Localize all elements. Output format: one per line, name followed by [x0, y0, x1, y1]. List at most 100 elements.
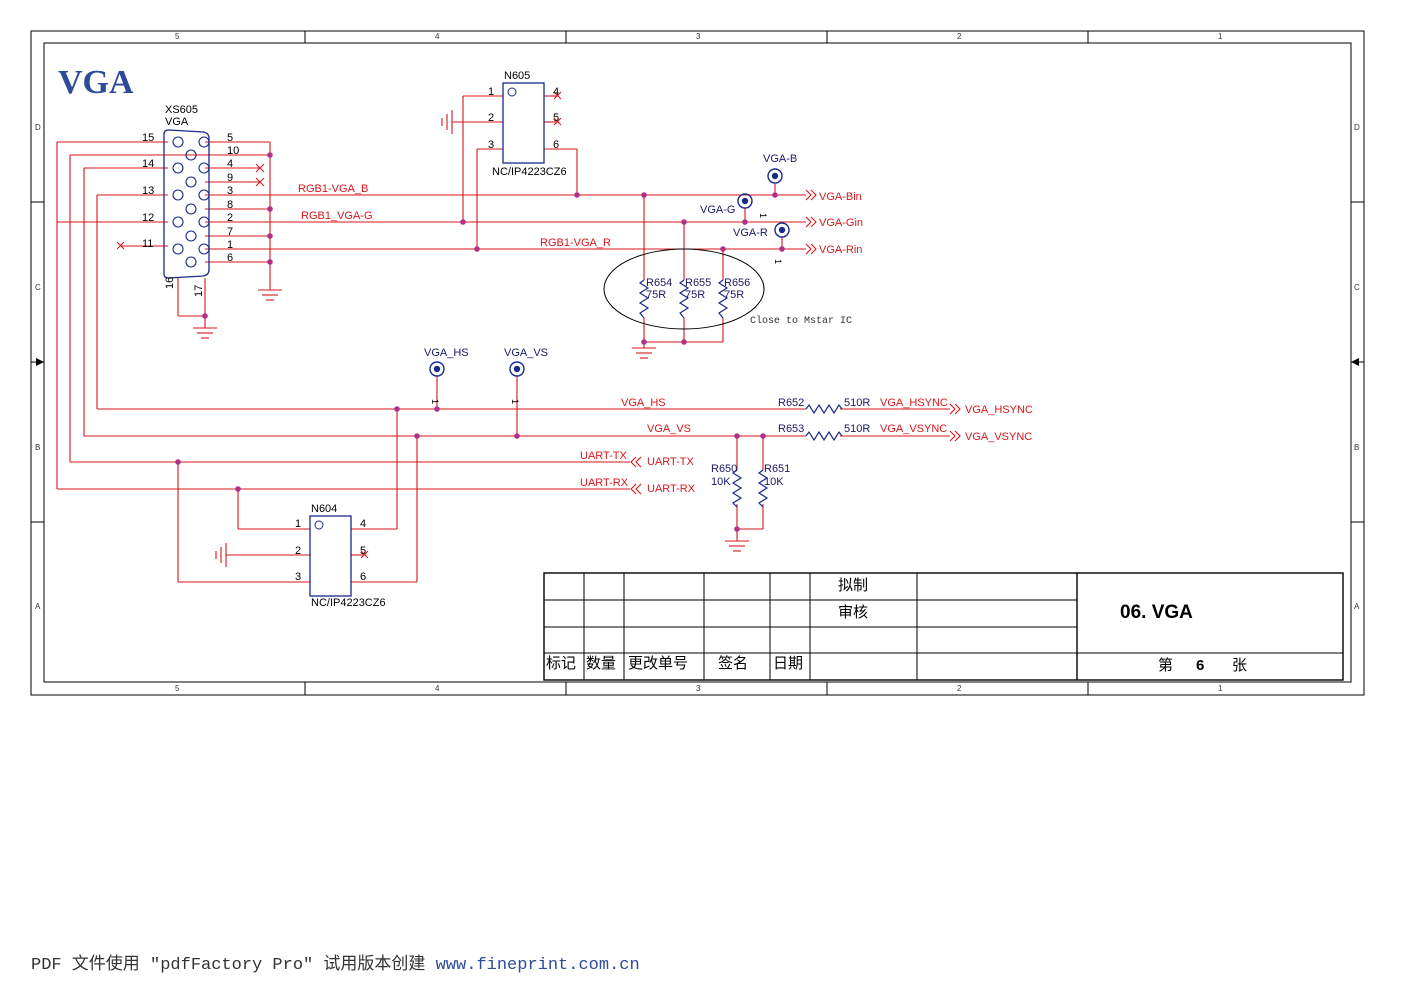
net-label-vga-vsync: VGA_VSYNC [880, 423, 948, 435]
net-label-uart-tx: UART-TX [580, 450, 627, 462]
connector-pin-16: 16 [164, 276, 176, 289]
gnd-connector-shield [193, 327, 217, 339]
net-label-vga-hs: VGA_HS [621, 397, 666, 409]
r655-value: 75R [685, 289, 706, 301]
col-label-top-2: 2 [957, 32, 962, 41]
title-block-grid [543, 572, 1344, 681]
net-label-uart-rx: UART-RX [580, 477, 629, 489]
connector-pin-3: 3 [227, 185, 234, 197]
tp-label-vga-r: VGA-R [733, 227, 768, 239]
row-label-right-c: C [1354, 283, 1360, 292]
tp-vga-vs [509, 361, 525, 377]
gnd-n605 [441, 110, 453, 134]
connector-value: VGA [165, 116, 189, 128]
port-arrows [630, 189, 961, 495]
r652-value: 510R [844, 397, 871, 409]
tb-reviewed: 审核 [838, 603, 869, 621]
connector-ref: XS605 [165, 104, 199, 116]
connector-pin-15: 15 [142, 132, 155, 144]
resistor-symbols [638, 279, 843, 508]
connector-pin-5: 5 [227, 132, 234, 144]
net-label-rgb-r: RGB1-VGA_R [540, 237, 611, 249]
col-label-bottom-5: 5 [175, 684, 180, 693]
port-vga-hsync-arrow [949, 403, 961, 415]
port-uart-rx-arrow [630, 483, 642, 495]
n604-pin-6: 6 [360, 571, 367, 583]
r653-value: 510R [844, 423, 871, 435]
net-label-vga-hsync: VGA_HSYNC [880, 397, 948, 409]
row-label-right-d: D [1354, 123, 1360, 132]
col-label-top-5: 5 [175, 32, 180, 41]
connector-pin-4: 4 [227, 158, 234, 170]
n604-body [309, 515, 352, 597]
connector-pin-7: 7 [227, 226, 234, 238]
tp-vga-g [737, 193, 753, 209]
col-label-top-3: 3 [696, 32, 701, 41]
port-uart-tx-arrow [630, 456, 642, 468]
port-vga-rin-arrow [805, 243, 817, 255]
r654-ref: R654 [646, 277, 673, 289]
row-label-right-b: B [1354, 443, 1360, 452]
r655-zigzag [678, 279, 690, 319]
n604-part: NC/IP4223CZ6 [311, 597, 386, 609]
tp-label-vga-hs: VGA_HS [424, 347, 469, 359]
row-label-left-d: D [35, 123, 41, 132]
port-vga-vsync-arrow [949, 430, 961, 442]
r654-value: 75R [646, 289, 667, 301]
r656-value: 75R [724, 289, 745, 301]
r651-zigzag [757, 469, 769, 508]
ground-symbols [193, 110, 749, 567]
tp-pin-vga-hs: 1 [430, 399, 440, 405]
row-label-left-a: A [35, 602, 41, 611]
center-mark-left [36, 358, 44, 366]
junction-dots [175, 152, 785, 532]
gnd-connector-shell [258, 289, 282, 301]
close-to-mstar-note: Close to Mstar IC [750, 316, 853, 327]
gnd-n604 [215, 543, 227, 567]
port-vga-bin-arrow [805, 189, 817, 201]
tp-pin-vga-b: 1 [758, 213, 768, 219]
close-to-mstar-ellipse [603, 248, 765, 330]
tp-label-vga-g: VGA-G [700, 204, 736, 216]
r650-zigzag [731, 469, 743, 508]
col-label-top-4: 4 [435, 32, 440, 41]
port-vga-hsync: VGA_HSYNC [965, 404, 1033, 416]
tp-label-vga-b: VGA-B [763, 153, 798, 165]
r652-zigzag [805, 403, 843, 415]
r650-value: 10K [711, 476, 731, 488]
n605-pin-1: 1 [488, 86, 495, 98]
center-mark-right [1351, 358, 1359, 366]
test-points [429, 168, 790, 377]
tp-vga-b [767, 168, 783, 184]
pdf-footer-text: PDF 文件使用 "pdfFactory Pro" 试用版本创建 [31, 956, 436, 975]
tp-vga-r [774, 222, 790, 238]
tb-qty: 数量 [586, 654, 617, 672]
col-label-bottom-3: 3 [696, 684, 701, 693]
n605-pin-5: 5 [553, 112, 560, 124]
r654-zigzag [638, 279, 650, 319]
wires [56, 95, 950, 583]
connector-pin-14: 14 [142, 158, 155, 170]
n605-ref: N605 [504, 70, 531, 82]
n604-pin1-dot [314, 520, 324, 530]
r653-zigzag [805, 430, 843, 442]
connector-pin-12: 12 [142, 212, 155, 224]
r656-zigzag [717, 279, 729, 319]
n604-pin-1: 1 [295, 518, 302, 530]
pdf-footer-link[interactable]: www.fineprint.com.cn [435, 956, 640, 975]
row-label-right-a: A [1354, 602, 1360, 611]
tp-pin-vga-vs: 1 [510, 399, 520, 405]
r655-ref: R655 [685, 277, 712, 289]
pdf-footer: PDF 文件使用 "pdfFactory Pro" 试用版本创建 www.fin… [31, 957, 640, 974]
n604-pin-2: 2 [295, 545, 302, 557]
col-label-top-1: 1 [1218, 32, 1223, 41]
r651-value: 10K [764, 476, 784, 488]
n604-ref: N604 [311, 503, 338, 515]
connector-pin-8: 8 [227, 199, 234, 211]
gnd-10k [725, 540, 749, 552]
net-label-rgb-g: RGB1_VGA-G [301, 210, 373, 222]
net-label-rgb-b: RGB1-VGA_B [298, 183, 369, 195]
n605-pin-2: 2 [488, 112, 495, 124]
tb-change-no: 更改单号 [628, 654, 689, 672]
row-label-left-b: B [35, 443, 41, 452]
